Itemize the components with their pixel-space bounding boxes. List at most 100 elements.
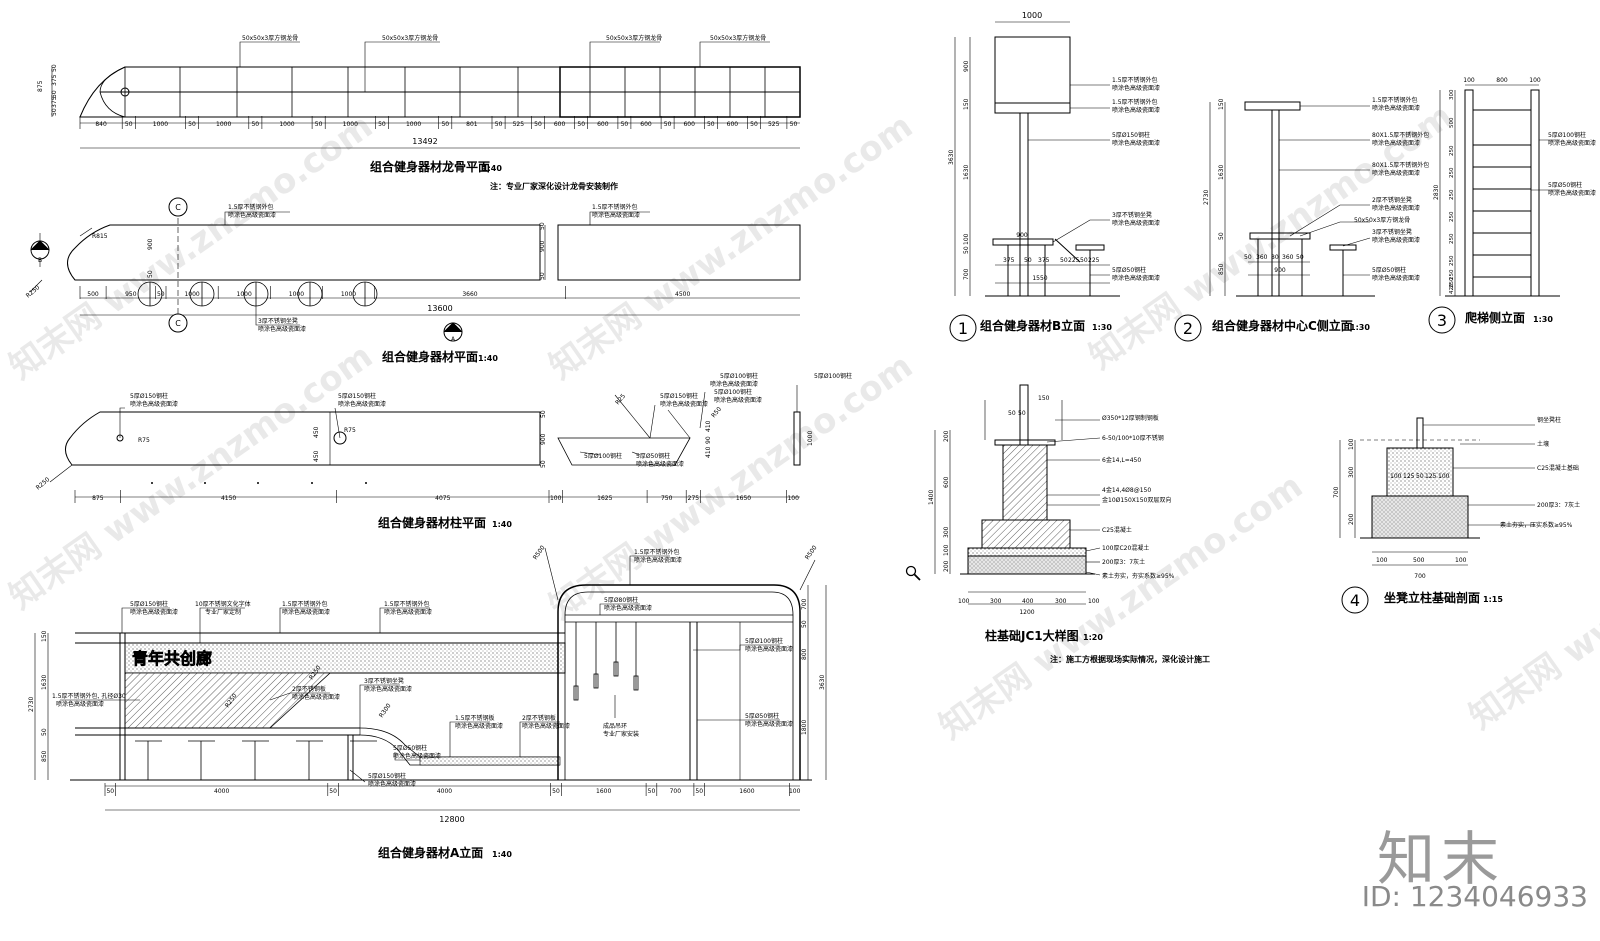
keel-dim: 50: [750, 121, 758, 128]
elev-c-label: 1.5厚不锈钢外包: [1372, 96, 1418, 104]
sign-text: 青年共创廊: [132, 649, 212, 668]
foundation-note: 注：施工方根据现场实际情况，深化设计施工: [1050, 654, 1210, 664]
plan-section-marks: [30, 197, 463, 342]
plan-label: 1.5厚不锈钢外包: [592, 203, 638, 211]
elev-a-dim: 1600: [596, 788, 611, 795]
elev-b-label: 喷涂色高级瓷面漆: [1112, 106, 1160, 114]
elevation-b-view: [949, 21, 1120, 342]
keel-plan-note: 注：专业厂家深化设计龙骨安装制作: [490, 181, 618, 191]
foundation-title: 柱基础JC1大样图: [985, 628, 1079, 643]
watermark: 知末网 www.znzmo.com: [2, 336, 380, 617]
keel-dim: 600: [597, 121, 609, 128]
stool-foundation-label: 钢坐凳柱: [1537, 416, 1561, 424]
stool-foundation-label: 土壤: [1537, 440, 1549, 448]
elev-a-right-dim: 800: [801, 648, 808, 660]
elev-c-label: 喷涂色高级瓷面漆: [1372, 236, 1420, 244]
elev-a-label: 喷涂色高级瓷面漆: [364, 685, 412, 693]
elev-a-dim: 50: [695, 788, 703, 795]
stool-foundation-label: C25混凝土基础: [1537, 464, 1579, 472]
elev-b-dim: 100: [963, 233, 970, 245]
column-dim: 4150: [221, 495, 236, 502]
column-dim: 750: [661, 495, 673, 502]
keel-dim: 50: [790, 121, 798, 128]
keel-dim: 50: [577, 121, 585, 128]
ladder-label: 5厚Ø100钢柱: [1548, 131, 1586, 139]
column-side-dim: 50: [540, 460, 547, 468]
keel-dim: 50: [534, 121, 542, 128]
elev-b-label: 3厚不锈钢坐凳: [1112, 211, 1152, 219]
stool-foundation-bottom-total: 700: [1414, 573, 1426, 580]
elev-a-label: 5厚Ø50钢柱: [393, 744, 427, 752]
keel-label: 50x50x3厚方钢龙骨: [606, 34, 662, 42]
keel-dim: 600: [683, 121, 695, 128]
foundation-view: [934, 384, 1101, 605]
plan-scale: 1:40: [478, 354, 498, 363]
keel-label: 50x50x3厚方钢龙骨: [242, 34, 298, 42]
column-side-dim: 450: [313, 426, 320, 438]
watermark: 知末网 www.znzmo.com: [932, 466, 1310, 747]
elev-c-dim: 2730: [1203, 190, 1210, 205]
column-label: 5厚Ø100钢柱: [584, 452, 622, 460]
column-radius: R250: [35, 476, 52, 492]
elev-c-label: 喷涂色高级瓷面漆: [1372, 169, 1420, 177]
keel-height-dim: 50: [51, 64, 58, 72]
elev-a-label: 喷涂色高级瓷面漆: [384, 608, 432, 616]
column-side-dim: 90: [705, 436, 712, 444]
column-plan-title: 组合健身器材柱平面: [378, 515, 486, 530]
column-radius: R25: [614, 393, 627, 407]
elev-a-label: 1.5厚不锈钢外包: [634, 548, 680, 556]
elev-a-label: 喷涂色高级瓷面漆: [634, 556, 682, 564]
ladder-dim: 250: [1449, 145, 1455, 156]
elev-b-title: 组合健身器材B立面: [980, 318, 1085, 333]
column-dim: 100: [550, 495, 562, 502]
foundation-left-dim: 100: [943, 544, 950, 556]
elev-b-dim: 150: [963, 98, 970, 110]
column-bridge: [557, 437, 691, 466]
foundation-bottom-dim: 100: [1088, 598, 1100, 605]
elev-a-label: 1.5厚不锈钢板: [455, 714, 495, 722]
stool-foundation-inner-dim: 125: [1403, 473, 1415, 480]
ladder-total-dim: 2830: [1433, 185, 1440, 200]
column-dim: 100: [787, 495, 799, 502]
elev-a-label: 1.5厚不锈钢外包: [384, 600, 430, 608]
elev-a-right-dim: 50: [801, 620, 808, 628]
keel-rail-curve: [99, 66, 126, 118]
stool-foundation-scale: 1:15: [1483, 595, 1503, 604]
elev-c-bottom-dim: 80: [1271, 254, 1279, 261]
elev-a-dim: 50: [106, 788, 114, 795]
elev-a-label: 专业厂家定制: [205, 608, 241, 616]
ladder-dim: 250: [1449, 255, 1455, 266]
column-label: 喷涂色高级瓷面漆: [636, 460, 684, 468]
elev-c-bottom-dim: 50: [1244, 254, 1252, 261]
brand-logo: 知末: [1376, 825, 1505, 893]
foundation-label: 金10Ø150X150双层双向: [1102, 496, 1171, 504]
foundation-left-dim: 600: [943, 476, 950, 488]
elev-a-scale: 1:40: [492, 850, 512, 859]
elev-c-dim: 1630: [1218, 165, 1225, 180]
keel-height-dim: 875: [37, 80, 44, 92]
elev-c-scale: 1:30: [1350, 323, 1370, 332]
stool-foundation-title: 坐凳立柱基础剖面: [1384, 590, 1480, 605]
elev-b-scale: 1:30: [1092, 323, 1112, 332]
sign-panel: [124, 642, 566, 674]
elev-c-label: 喷涂色高级瓷面漆: [1372, 274, 1420, 282]
stool-foundation-left-dim: 700: [1333, 486, 1340, 498]
elev-b-bottom-dim: 225: [1088, 257, 1100, 264]
zoom-cursor-icon: [905, 565, 921, 581]
section-mark-c: C: [175, 319, 181, 328]
elev-b-bottom-dim: 225: [1068, 257, 1080, 264]
column-label: 喷涂色高级瓷面漆: [714, 396, 762, 404]
elev-c-dim: 50: [1218, 232, 1225, 240]
elev-c-label: 喷涂色高级瓷面漆: [1372, 139, 1420, 147]
elev-a-label: 成品吊环: [603, 722, 627, 730]
ladder-label: 喷涂色高级瓷面漆: [1548, 139, 1596, 147]
elev-b-label: 5厚Ø150钢柱: [1112, 131, 1150, 139]
elev-b-mid-dim: 900: [1016, 232, 1028, 239]
elev-a-label: 喷涂色高级瓷面漆: [455, 722, 503, 730]
ladder-dim: 420: [1449, 283, 1455, 294]
elev-b-bottom-dim: 375: [1003, 257, 1015, 264]
column-radius: R75: [138, 437, 150, 444]
column-side-dim: 900: [540, 433, 547, 445]
